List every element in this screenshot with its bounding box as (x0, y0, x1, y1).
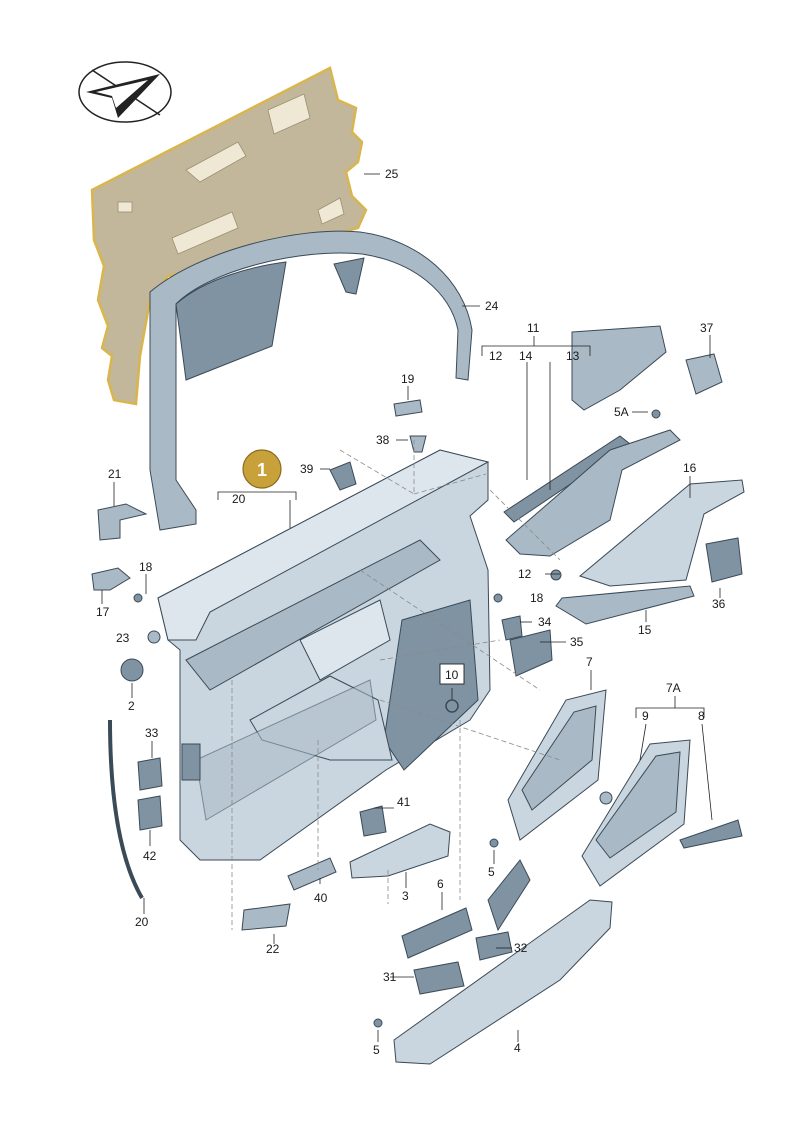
label-20b: 20 (135, 915, 149, 929)
assembly-lines (231, 440, 561, 930)
door-seal-frame (149, 230, 473, 531)
label-8: 8 (698, 709, 705, 723)
label-19: 19 (401, 372, 415, 386)
label-42: 42 (143, 849, 157, 863)
label-35: 35 (570, 635, 584, 649)
label-7A: 7A (666, 681, 681, 695)
label-22: 22 (266, 942, 280, 956)
label-6: 6 (437, 877, 444, 891)
label-5b: 5 (373, 1043, 380, 1057)
left-small-parts (91, 503, 163, 900)
label-34: 34 (538, 615, 552, 629)
label-12b: 12 (518, 567, 532, 581)
label-33: 33 (145, 726, 159, 740)
part-10-box (439, 663, 465, 685)
label-18b: 18 (530, 591, 544, 605)
door-trim-panel (157, 449, 491, 861)
label-15: 15 (638, 623, 652, 637)
label-24: 24 (485, 299, 499, 313)
label-20a: 20 (232, 492, 246, 506)
label-41: 41 (397, 795, 411, 809)
label-4: 4 (514, 1041, 521, 1055)
label-10: 10 (445, 668, 459, 682)
orientation-arrow-logo (78, 61, 172, 123)
label-2: 2 (128, 699, 135, 713)
label-32: 32 (514, 941, 528, 955)
label-23: 23 (116, 631, 130, 645)
part-1-marker[interactable]: 1 (242, 449, 282, 489)
label-5A: 5A (614, 405, 629, 419)
label-14: 14 (519, 349, 533, 363)
label-25: 25 (385, 167, 399, 181)
leader-lines (101, 173, 721, 1042)
label-12a: 12 (489, 349, 503, 363)
label-31: 31 (383, 970, 397, 984)
label-5a: 5 (488, 865, 495, 879)
label-11: 11 (527, 321, 540, 335)
part-1-label: 1 (257, 460, 267, 480)
part-10-ring (445, 699, 459, 713)
label-7: 7 (586, 655, 593, 669)
label-9: 9 (642, 709, 649, 723)
label-17: 17 (96, 605, 110, 619)
fasteners (133, 399, 661, 1028)
label-36: 36 (712, 597, 726, 611)
label-37: 37 (700, 321, 714, 335)
inner-trim-strips (501, 325, 745, 677)
insulation-sheet (90, 66, 368, 406)
label-21: 21 (108, 467, 122, 481)
label-40: 40 (314, 891, 328, 905)
lower-armrest-and-switches (241, 805, 613, 1065)
label-39: 39 (300, 462, 314, 476)
label-18a: 18 (139, 560, 153, 574)
label-16: 16 (683, 461, 697, 475)
part-labels: 25 24 11 12 14 13 37 5A 16 12 36 15 19 3… (96, 167, 726, 1057)
armrest-pads (507, 689, 743, 887)
label-3: 3 (402, 889, 409, 903)
label-38: 38 (376, 433, 390, 447)
label-13: 13 (566, 349, 580, 363)
